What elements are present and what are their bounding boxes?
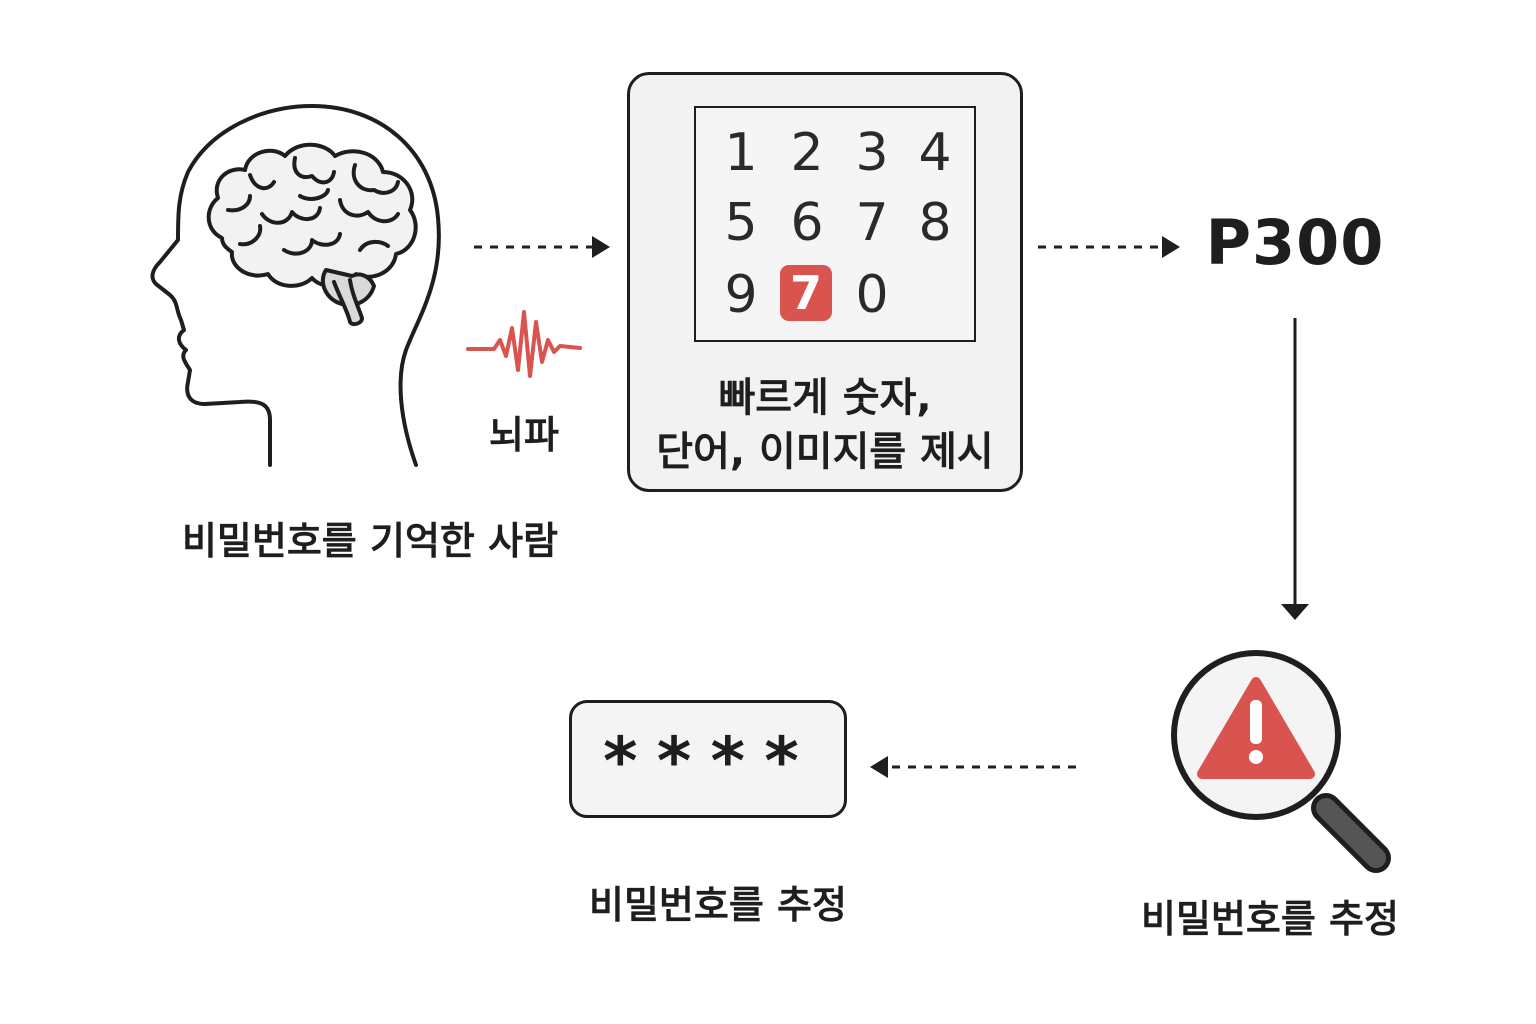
brainwave-icon (466, 310, 582, 378)
brainwave-label: 뇌파 (489, 413, 559, 457)
digit-cell: 2 (790, 123, 824, 183)
stimulus-panel: 1 2 3 4 5 6 7 8 9 7 0 빠르게 숫자, 단어, 이미지를 제… (627, 72, 1023, 492)
digit-cell: 5 (724, 193, 758, 253)
digit-cell: 4 (918, 123, 952, 183)
arrow-icon (1281, 318, 1309, 620)
stimulus-caption: 빠르게 숫자, 단어, 이미지를 제시 (630, 371, 1020, 479)
digit-cell: 7 (855, 193, 889, 253)
stimulus-caption-line1: 빠르게 숫자, (718, 375, 932, 421)
digit-cell: 1 (724, 123, 758, 183)
person-label: 비밀번호를 기억한 사람 (181, 519, 559, 563)
digit-cell: 9 (724, 265, 758, 325)
stimulus-screen: 1 2 3 4 5 6 7 8 9 7 0 (694, 106, 976, 342)
arrow-icon (870, 756, 1076, 778)
magnifier-warning-icon (1171, 650, 1391, 873)
digit-cell: 3 (855, 123, 889, 183)
arrow-icon (1038, 236, 1180, 258)
p300-label: P300 (1205, 206, 1385, 279)
digit-cell: 6 (790, 193, 824, 253)
digit-cell: 8 (918, 193, 952, 253)
arrow-icon (474, 236, 610, 258)
detector-label: 비밀번호를 추정 (1141, 897, 1399, 941)
highlighted-digit: 7 (780, 265, 832, 321)
digit-cell: 0 (855, 265, 889, 325)
result-label: 비밀번호를 추정 (589, 883, 847, 927)
stimulus-caption-line2: 단어, 이미지를 제시 (656, 429, 994, 475)
head-brain-icon (150, 104, 441, 467)
password-mask-box: **** (569, 700, 847, 818)
